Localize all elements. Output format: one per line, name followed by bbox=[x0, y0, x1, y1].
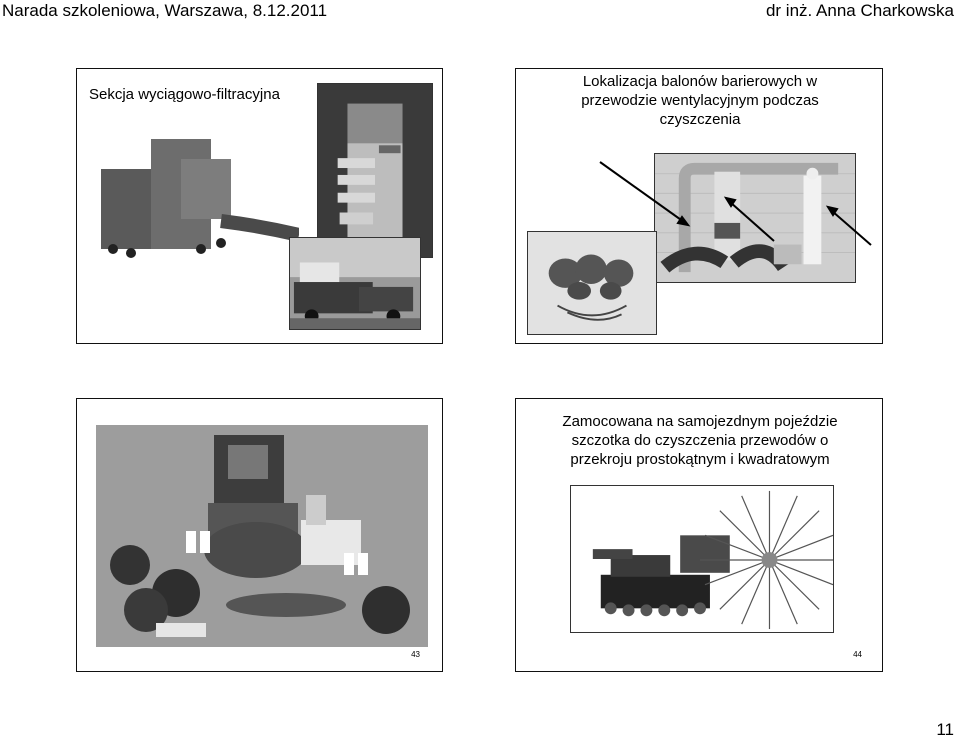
slide-3: 43 bbox=[76, 398, 443, 672]
slide-2-title-line-3: czyszczenia bbox=[659, 111, 741, 128]
slide-2-photo-duct bbox=[654, 153, 856, 283]
slide-4-photo-robot bbox=[570, 485, 834, 633]
slide-1-photo-machine bbox=[91, 131, 299, 261]
page-number: 11 bbox=[936, 720, 954, 739]
slide-3-photo-equipment bbox=[96, 425, 428, 647]
header-right: dr inż. Anna Charkowska bbox=[765, 1, 954, 20]
slide-2-title-line-1: Lokalizacja balonów barierowych w bbox=[582, 73, 818, 90]
slide-4: Zamocowana na samojezdnym pojeździe szcz… bbox=[515, 398, 883, 672]
slide-2-arrows bbox=[599, 161, 872, 246]
header-left: Narada szkoleniowa, Warszawa, 8.12.2011 bbox=[2, 1, 328, 20]
slide-4-title-line-1: Zamocowana na samojezdnym pojeździe bbox=[562, 413, 838, 430]
slide-4-title-line-2: szczotka do czyszczenia przewodów o bbox=[571, 432, 829, 449]
slide-4-title-line-3: przekroju prostokątnym i kwadratowym bbox=[570, 451, 830, 468]
slide-2: Lokalizacja balonów barierowych w przewo… bbox=[515, 68, 883, 344]
slide-2-title-line-2: przewodzie wentylacyjnym podczas bbox=[581, 92, 819, 109]
slide-1-title: Sekcja wyciągowo-filtracyjna bbox=[89, 86, 280, 103]
slide-3-number: 43 bbox=[411, 650, 420, 659]
slide-1: Sekcja wyciągowo-filtracyjna bbox=[76, 68, 443, 344]
slide-1-photo-unit bbox=[317, 83, 433, 258]
slide-2-photo-balloons bbox=[527, 231, 657, 335]
slide-1-photo-truck bbox=[289, 237, 421, 330]
slide-4-number: 44 bbox=[853, 650, 862, 659]
